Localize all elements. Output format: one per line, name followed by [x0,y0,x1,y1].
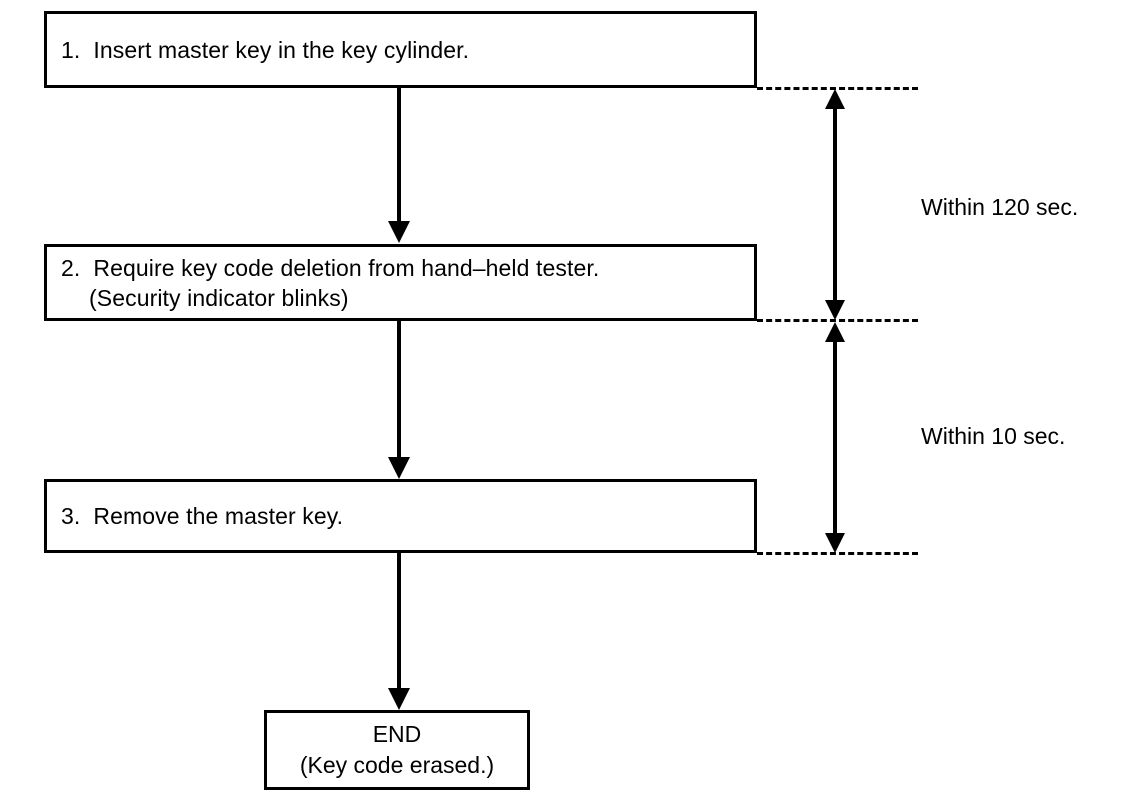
connector-arrowhead-down [388,688,410,710]
step-box-1: 1. Insert master key in the key cylinder… [44,11,757,88]
step-box-3: 3. Remove the master key. [44,479,757,553]
end-sublabel: (Key code erased.) [299,752,495,778]
dimension-extension-line-bottom [757,552,918,555]
dimension-shaft [833,98,837,303]
connector-arrowhead-down [388,221,410,243]
connector-shaft [397,321,401,460]
end-terminator-box: END (Key code erased.) [264,710,530,790]
timing-label-120sec: Within 120 sec. [921,194,1079,220]
step-2-text-line-1: 2. Require key code deletion from hand–h… [61,254,600,281]
end-label: END [372,721,422,747]
connector-shaft [397,88,401,224]
dimension-arrowhead-down [825,533,845,553]
dimension-shaft [833,331,837,534]
step-2-text-line-2: (Security indicator blinks) [89,284,349,311]
step-1-text-line-1: 1. Insert master key in the key cylinder… [61,36,470,63]
step-3-text-line-1: 3. Remove the master key. [61,503,344,529]
dimension-extension-line-middle [757,319,918,322]
dimension-arrowhead-down [825,300,845,320]
timing-label-10sec: Within 10 sec. [921,423,1066,449]
connector-arrowhead-down [388,457,410,479]
connector-shaft [397,553,401,691]
step-box-2: 2. Require key code deletion from hand–h… [44,244,757,321]
dimension-extension-line-top [757,87,918,90]
